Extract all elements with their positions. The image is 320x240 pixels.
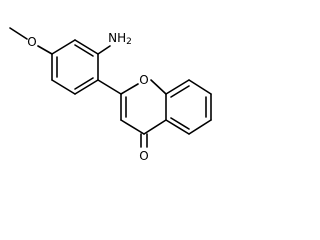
bond-ring3-double-a xyxy=(170,85,190,98)
bond-ring3-b xyxy=(188,79,212,95)
molecule-structure: O NH2 O O xyxy=(0,0,220,169)
bond-o-aryl xyxy=(37,45,53,55)
atom-methoxy-oxygen: O xyxy=(27,35,36,49)
bond-c2-o1 xyxy=(120,83,139,95)
bond-ring3-e xyxy=(165,119,190,135)
bond-ring1-double-a xyxy=(74,44,94,57)
bond-ring3-d xyxy=(188,119,212,135)
bond-ring3-double-c xyxy=(170,117,190,130)
bond-ring1-a xyxy=(51,39,76,55)
atom-ring-oxygen: O xyxy=(139,73,148,87)
structure-drawing: O NH2 O O xyxy=(9,27,212,163)
atom-amine-nitrogen: NH2 xyxy=(108,31,132,47)
bond-o1-c8a xyxy=(150,79,167,95)
amine-subscript-text: 2 xyxy=(126,37,132,47)
bond-ring3-a xyxy=(165,79,190,95)
bond-methyl-o xyxy=(9,27,28,40)
bond-ring1-b xyxy=(74,39,99,55)
bond-c4a-c4 xyxy=(143,119,167,135)
bond-c-nh2 xyxy=(97,45,111,55)
bond-ring1-d xyxy=(74,79,99,95)
bond-aryl-c2 xyxy=(97,79,122,95)
bond-c4-c3 xyxy=(120,119,145,135)
atom-carbonyl-oxygen: O xyxy=(139,149,148,163)
amine-nh-text: NH xyxy=(108,31,126,45)
bond-ring1-double-b xyxy=(74,77,94,90)
bond-ring1-e xyxy=(51,79,76,95)
